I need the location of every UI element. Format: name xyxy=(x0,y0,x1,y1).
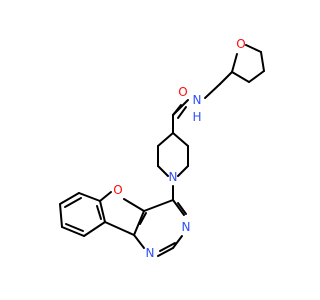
bond-pyr-n1-c6 xyxy=(133,234,145,249)
bond-bz-inner-3 xyxy=(96,205,102,220)
molecule-diagram: O N H O N O N N xyxy=(59,37,265,260)
carbonyl-oxygen-label: O xyxy=(178,85,187,99)
piperidine-nitrogen-label: N xyxy=(169,170,178,184)
bond-ch2-thf xyxy=(219,71,233,85)
bond-fur-c7a-c3a xyxy=(99,200,106,223)
bond-bz-2 xyxy=(59,192,80,205)
bond-pip-c5-c4 xyxy=(157,132,174,147)
bond-pyr-c2-n1 xyxy=(157,247,174,257)
bond-bz-4 xyxy=(61,226,85,237)
pyrimidine-n-right-label: N xyxy=(182,220,191,234)
bond-pyr-n3-c2 xyxy=(172,235,183,249)
bond-pyr-c4-n3-inner xyxy=(177,202,187,215)
bond-bz-1 xyxy=(78,192,101,202)
bond-carbonyl-2 xyxy=(177,106,187,119)
bond-pip-c2-n xyxy=(177,165,189,177)
thf-oxygen-label: O xyxy=(236,37,245,51)
bond-pip-c4-c3 xyxy=(172,132,189,147)
bond-bz-inner-1 xyxy=(64,197,82,208)
bond-thf-o-c5 xyxy=(245,44,262,53)
bond-thf-c2-o xyxy=(231,53,238,73)
bond-fur-o-c7a xyxy=(99,191,112,202)
bond-fur-c5-o xyxy=(123,198,145,212)
amide-hydrogen-label: H xyxy=(192,110,201,124)
bond-pyr-c6-c5 xyxy=(133,210,145,236)
bond-c-n-amide xyxy=(172,99,189,116)
atom-labels: O N H O N O N N xyxy=(113,37,245,260)
bond-bz-3 xyxy=(59,203,63,228)
bond-pip-n-c6 xyxy=(157,165,169,177)
pyrimidine-n-bottom-label: N xyxy=(146,246,155,260)
bond-thf-c4-c3 xyxy=(248,70,265,83)
furan-oxygen-label: O xyxy=(113,183,122,197)
structure-svg: O N H O N O N N xyxy=(59,37,265,260)
bonds xyxy=(59,44,265,257)
bond-bz-inner-2 xyxy=(65,223,84,232)
bond-n-ch2 xyxy=(204,83,221,99)
bond-thf-c3-c2 xyxy=(231,71,250,83)
bond-bz-5 xyxy=(83,221,106,237)
amide-nitrogen-label: N xyxy=(193,93,202,107)
bond-pyr-c4-n3 xyxy=(172,199,185,216)
bond-fur-c3a-c6 xyxy=(104,221,135,236)
bond-pyr-c5-c4 xyxy=(143,199,174,212)
bond-pyr-c2-n1-inner xyxy=(159,242,176,252)
bond-thf-c5-c4 xyxy=(260,51,265,72)
bond-pyr-c6-c5-inner xyxy=(139,212,147,225)
